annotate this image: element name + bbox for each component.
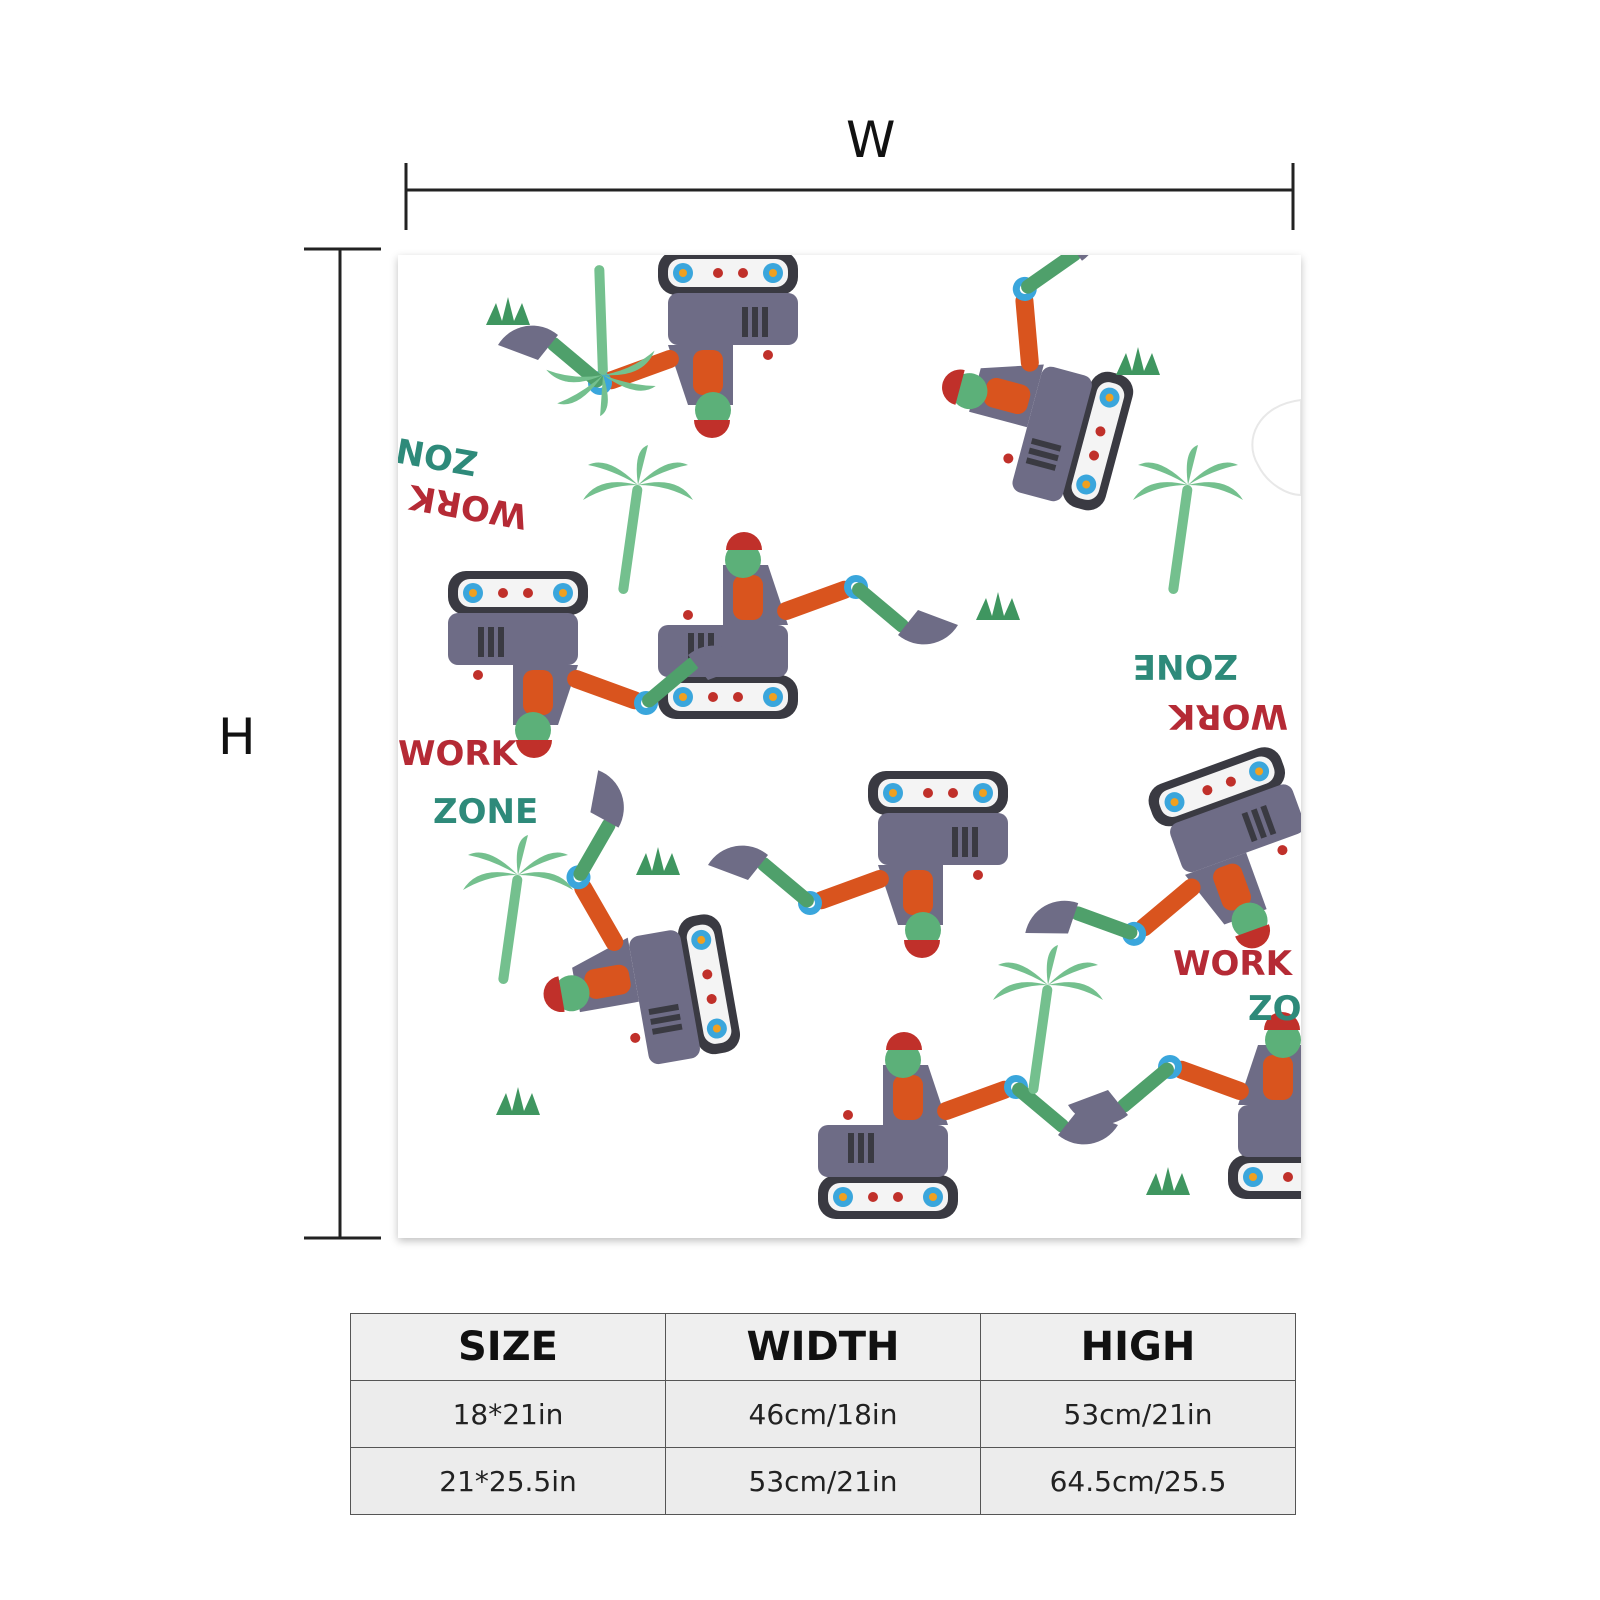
table-header-row: SIZE WIDTH HIGH <box>350 1313 1296 1381</box>
size-cell: 18*21in <box>350 1380 666 1448</box>
zone-text: ZONE <box>433 792 538 832</box>
width-cell: 46cm/18in <box>665 1380 981 1448</box>
width-cell: 53cm/21in <box>665 1447 981 1515</box>
width-header: WIDTH <box>665 1313 981 1381</box>
work-text: WORK <box>398 734 519 774</box>
high-header: HIGH <box>980 1313 1296 1381</box>
zone-text: ZONE <box>1133 646 1238 686</box>
size-cell: 21*25.5in <box>350 1447 666 1515</box>
mailbox-cover-image: WORK ZONE ZONE WORK WORK ZONE WORK ZONE <box>398 255 1301 1238</box>
excavator-pattern: WORK ZONE ZONE WORK WORK ZONE WORK ZONE <box>398 255 1301 1238</box>
work-text: WORK <box>1167 696 1288 736</box>
width-label: W <box>846 111 896 169</box>
table-row: 18*21in 46cm/18in 53cm/21in <box>350 1380 1296 1448</box>
height-label: H <box>218 708 256 766</box>
table-row: 21*25.5in 53cm/21in 64.5cm/25.5 <box>350 1447 1296 1515</box>
zone-text: ZONE <box>1248 989 1301 1029</box>
size-table: SIZE WIDTH HIGH 18*21in 46cm/18in 53cm/2… <box>350 1313 1296 1515</box>
work-text: WORK <box>1173 944 1294 984</box>
size-header: SIZE <box>350 1313 666 1381</box>
high-cell: 53cm/21in <box>980 1380 1296 1448</box>
high-cell: 64.5cm/25.5 <box>980 1447 1296 1515</box>
